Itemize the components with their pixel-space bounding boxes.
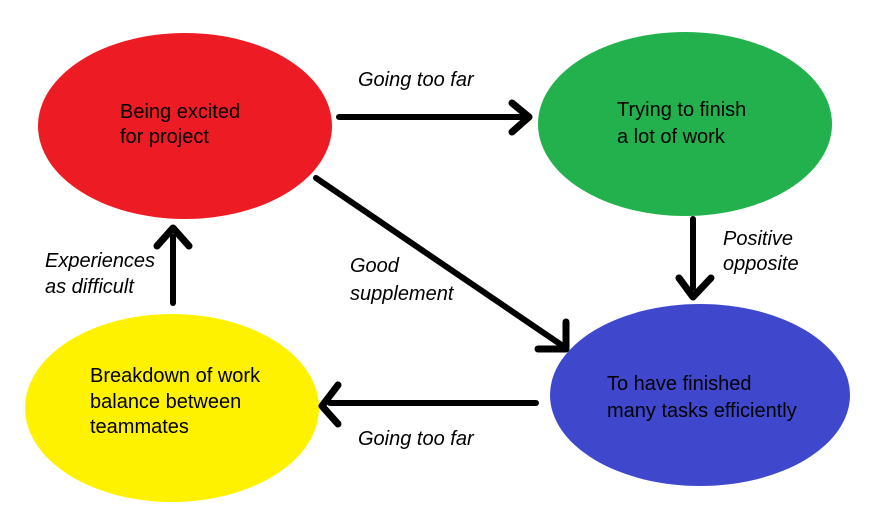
edge-excited-to-trying: Going too far — [336, 69, 533, 136]
edge-excited-to-finished: Good supplement — [313, 175, 570, 353]
node-work-breakdown-ellipse — [25, 314, 319, 502]
edge-trying-to-finished: Positive opposite — [675, 216, 799, 301]
node-being-excited-label-line2: for project — [120, 126, 209, 148]
edge-label-experiences-line2: as difficult — [45, 276, 135, 298]
node-work-breakdown-label-line2: balance between — [90, 391, 241, 413]
node-trying-finish-label-line2: a lot of work — [617, 126, 726, 148]
edge-label-going-too-far-bottom: Going too far — [358, 428, 475, 450]
arrow-head-right — [508, 99, 533, 136]
edge-label-positive-line1: Positive — [723, 228, 793, 250]
node-trying-finish-label-line1: Trying to finish — [617, 99, 746, 121]
edge-label-going-too-far-top: Going too far — [358, 69, 475, 91]
node-work-breakdown-label-line3: teammates — [90, 416, 189, 438]
edge-label-good-line1: Good — [350, 255, 400, 277]
edge-finished-to-breakdown: Going too far — [318, 381, 539, 450]
node-being-excited-label-line1: Being excited — [120, 101, 240, 123]
arrow-line-diagonal — [313, 175, 563, 347]
edge-label-experiences-line1: Experiences — [45, 250, 155, 272]
node-finished-tasks-ellipse — [550, 304, 850, 486]
edge-label-positive-line2: opposite — [723, 253, 799, 275]
node-work-breakdown-label-line1: Breakdown of work — [90, 365, 261, 387]
arrow-head-diagonal — [534, 318, 570, 353]
arrow-head-down — [675, 274, 715, 301]
node-finished-tasks-label-line1: To have finished — [607, 373, 752, 395]
node-finished-tasks-label-line2: many tasks efficiently — [607, 400, 797, 422]
node-trying-finish-ellipse — [538, 32, 832, 216]
arrow-head-up — [153, 224, 193, 250]
edge-breakdown-to-excited: Experiences as difficult — [45, 224, 193, 306]
edge-label-good-line2: supplement — [350, 283, 455, 305]
node-being-excited-ellipse — [38, 33, 332, 219]
arrow-head-left — [318, 381, 342, 428]
